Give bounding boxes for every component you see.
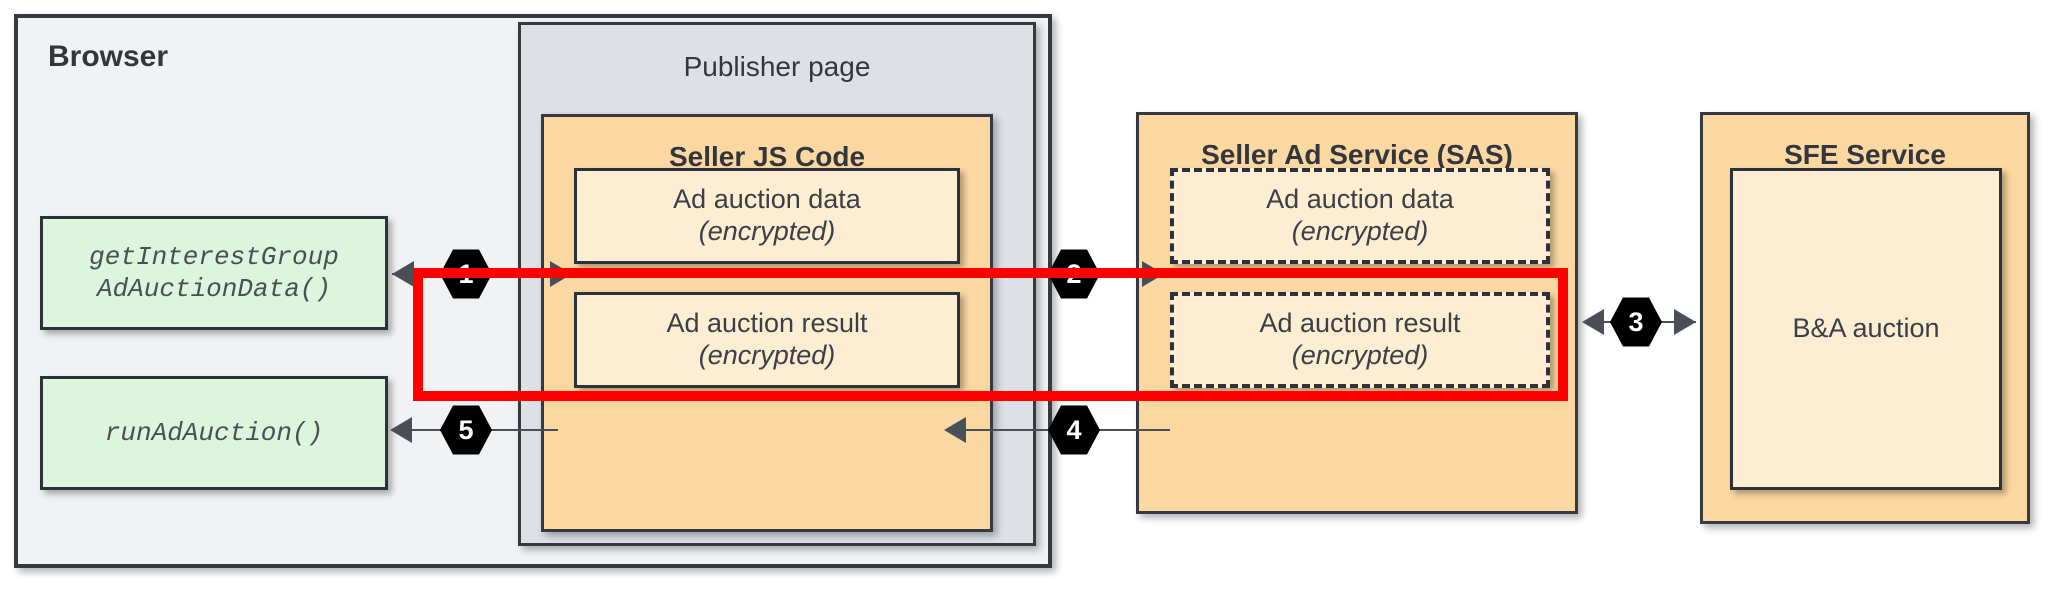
- seller-js-code-label: Seller JS Code: [668, 141, 866, 172]
- card-subtitle: (encrypted): [698, 216, 836, 246]
- api-get-interest-group-ad-auction-data: getInterestGroup AdAuctionData(): [40, 216, 388, 330]
- card-title: Ad auction data: [673, 184, 861, 215]
- publisher-page-label: Publisher page: [683, 51, 871, 82]
- browser-label: Browser: [48, 40, 169, 73]
- api-line-1: getInterestGroup: [89, 241, 339, 272]
- sfe-service-label: SFE Service: [1784, 139, 1946, 170]
- card-title: Ad auction result: [1259, 308, 1461, 339]
- connector-3-arrowhead-left: [1582, 309, 1604, 335]
- api-line-1: runAdAuction(): [104, 417, 324, 448]
- connector-5-arrowhead-left: [390, 417, 412, 443]
- card-title: Ad auction result: [666, 308, 868, 339]
- connector-4-arrowhead-left: [944, 417, 966, 443]
- connector-1-arrowhead-left: [392, 261, 414, 287]
- card-title: B&A auction: [1792, 313, 1940, 344]
- sfe-ba-auction-card: B&A auction: [1730, 168, 2002, 490]
- sas-ad-auction-data-card: Ad auction data (encrypted): [1170, 168, 1550, 264]
- api-line-2: AdAuctionData(): [96, 274, 332, 304]
- connector-2-arrowhead-right: [1142, 261, 1164, 287]
- card-title: Ad auction data: [1266, 184, 1454, 215]
- step-badge-2: 2: [1048, 249, 1100, 299]
- step-badge-3: 3: [1610, 297, 1662, 347]
- card-subtitle: (encrypted): [1291, 216, 1429, 246]
- api-run-ad-auction: runAdAuction(): [40, 376, 388, 490]
- step-badge-4: 4: [1048, 405, 1100, 455]
- connector-1-arrowhead-right: [550, 261, 572, 287]
- sas-ad-auction-result-card: Ad auction result (encrypted): [1170, 292, 1550, 388]
- connector-3-arrowhead-right: [1674, 309, 1696, 335]
- card-subtitle: (encrypted): [698, 340, 836, 370]
- seller-ad-service-label: Seller Ad Service (SAS): [1201, 139, 1513, 170]
- seller-js-ad-auction-data-card: Ad auction data (encrypted): [574, 168, 960, 264]
- seller-js-ad-auction-result-card: Ad auction result (encrypted): [574, 292, 960, 388]
- card-subtitle: (encrypted): [1291, 340, 1429, 370]
